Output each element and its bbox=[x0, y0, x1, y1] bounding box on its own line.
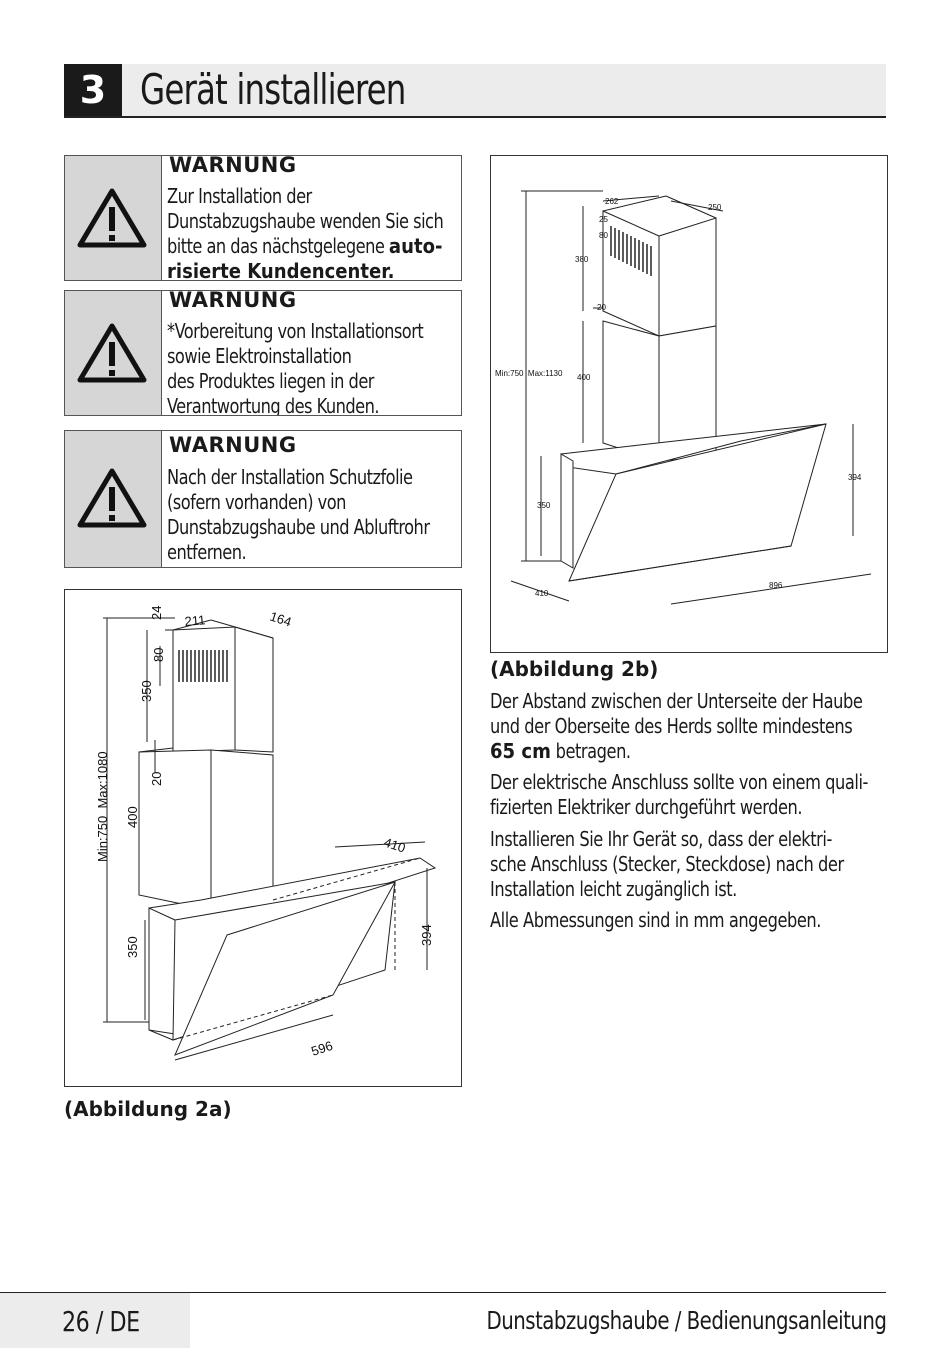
svg-text:400: 400 bbox=[577, 373, 591, 382]
svg-text:250: 250 bbox=[708, 203, 722, 212]
footer-title: Dunstabzugshaube / Bedienungsanleitung bbox=[486, 1306, 886, 1335]
paragraph-units: Alle Abmessungen sind in mm angegeben. bbox=[490, 908, 821, 932]
svg-text:80: 80 bbox=[599, 231, 608, 240]
svg-text:596: 596 bbox=[309, 1038, 334, 1059]
warning-text: Nach der Installation Schutzfolie (sofer… bbox=[167, 465, 430, 564]
svg-text:Min:750 Max:1080: Min:750 Max:1080 bbox=[95, 751, 110, 862]
warning-triangle-icon bbox=[77, 468, 147, 528]
warning-box-2: WARNUNG *Vorbereitung von Installationso… bbox=[64, 290, 462, 416]
warning-title: WARNUNG bbox=[169, 290, 297, 312]
page-number: 26 / DE bbox=[62, 1305, 140, 1338]
paragraph-distance: Der Abstand zwischen der Unterseite der … bbox=[490, 689, 863, 763]
svg-text:20: 20 bbox=[597, 303, 606, 312]
svg-text:394: 394 bbox=[419, 924, 434, 946]
svg-text:400: 400 bbox=[125, 806, 140, 828]
svg-text:380: 380 bbox=[575, 255, 589, 264]
svg-text:394: 394 bbox=[848, 473, 862, 482]
svg-text:211: 211 bbox=[184, 612, 206, 629]
footer-page-box bbox=[0, 1293, 190, 1348]
warning-title: WARNUNG bbox=[169, 433, 297, 457]
section-header-bar bbox=[64, 64, 886, 118]
hood-diagram-2b: 262 250 25 80 380 20 400 Min:750 Max:113… bbox=[495, 190, 872, 605]
svg-text:164: 164 bbox=[268, 609, 293, 630]
figure-2a: 24 211 164 80 350 20 400 Min:750 Max:108… bbox=[64, 589, 462, 1087]
svg-text:24: 24 bbox=[149, 606, 164, 620]
footer-rule bbox=[0, 1292, 886, 1293]
svg-text:350: 350 bbox=[125, 936, 140, 958]
warning-title: WARNUNG bbox=[169, 155, 297, 177]
warning-box-3: WARNUNG Nach der Installation Schutzfoli… bbox=[64, 430, 462, 568]
svg-text:896: 896 bbox=[769, 581, 783, 590]
warning-text: *Vorbereitung von Installationsort sowie… bbox=[167, 319, 424, 416]
figure-2a-caption: (Abbildung 2a) bbox=[64, 1097, 232, 1121]
svg-text:Min:750 Max:1130: Min:750 Max:1130 bbox=[495, 369, 563, 378]
warning-text: Zur Installation der Dunstabzugshaube we… bbox=[167, 184, 444, 281]
section-number: 3 bbox=[64, 64, 122, 116]
svg-text:25: 25 bbox=[599, 215, 608, 224]
svg-text:350: 350 bbox=[537, 501, 551, 510]
page-title: Gerät installieren bbox=[140, 65, 406, 114]
svg-text:20: 20 bbox=[149, 772, 164, 786]
svg-text:80: 80 bbox=[151, 648, 166, 662]
figure-2b: 262 250 25 80 380 20 400 Min:750 Max:113… bbox=[490, 155, 888, 653]
figure-2b-caption: (Abbildung 2b) bbox=[490, 657, 659, 681]
svg-text:350: 350 bbox=[139, 680, 154, 702]
svg-text:262: 262 bbox=[605, 197, 619, 206]
paragraph-electrical: Der elektrische Anschluss sollte von ein… bbox=[490, 770, 868, 819]
svg-text:410: 410 bbox=[382, 835, 407, 856]
warning-box-1: WARNUNG Zur Installation der Dunstabzugs… bbox=[64, 155, 462, 281]
warning-triangle-icon bbox=[77, 323, 147, 383]
svg-text:410: 410 bbox=[535, 589, 549, 598]
paragraph-install: Installieren Sie Ihr Gerät so, dass der … bbox=[490, 827, 844, 901]
warning-triangle-icon bbox=[77, 188, 147, 248]
hood-diagram-2a: 24 211 164 80 350 20 400 Min:750 Max:108… bbox=[95, 606, 437, 1061]
